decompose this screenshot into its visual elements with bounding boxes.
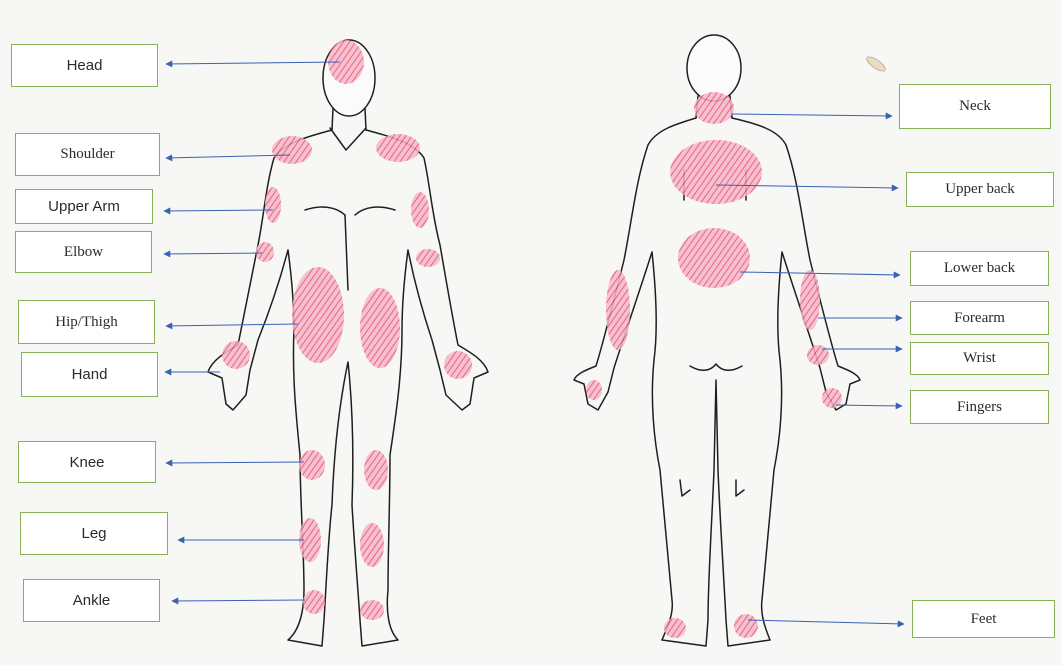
- label-elbow: Elbow: [15, 231, 152, 273]
- label-hip-thigh: Hip/Thigh: [18, 300, 155, 344]
- arrow-shoulder: [166, 155, 290, 158]
- label-ankle: Ankle: [23, 579, 160, 622]
- arrow-fingers: [836, 405, 902, 406]
- paper-mark: [865, 54, 888, 73]
- label-hand: Hand: [21, 352, 158, 397]
- arrow-head: [166, 62, 340, 64]
- back-head-outline: [687, 35, 741, 101]
- front-torso-outline: [208, 130, 488, 646]
- arrow-elbow: [164, 253, 262, 254]
- label-wrist: Wrist: [910, 342, 1049, 375]
- arrow-lower-back: [740, 272, 900, 275]
- arrow-upper-arm: [164, 210, 273, 211]
- back-pain-areas: [586, 92, 842, 638]
- arrow-neck: [732, 114, 892, 116]
- label-upper-arm: Upper Arm: [15, 189, 153, 224]
- arrow-feet: [748, 620, 904, 624]
- label-forearm: Forearm: [910, 301, 1049, 335]
- label-upper-back: Upper back: [906, 172, 1054, 207]
- front-pain-areas: [222, 40, 472, 620]
- label-knee: Knee: [18, 441, 156, 483]
- label-neck: Neck: [899, 84, 1051, 129]
- arrow-hip-thigh: [166, 324, 298, 326]
- label-lower-back: Lower back: [910, 251, 1049, 286]
- label-head: Head: [11, 44, 158, 87]
- label-leg: Leg: [20, 512, 168, 555]
- label-fingers: Fingers: [910, 390, 1049, 424]
- label-feet: Feet: [912, 600, 1055, 638]
- arrow-ankle: [172, 600, 305, 601]
- arrow-knee: [166, 462, 304, 463]
- label-shoulder: Shoulder: [15, 133, 160, 176]
- front-body-figure: [208, 40, 488, 646]
